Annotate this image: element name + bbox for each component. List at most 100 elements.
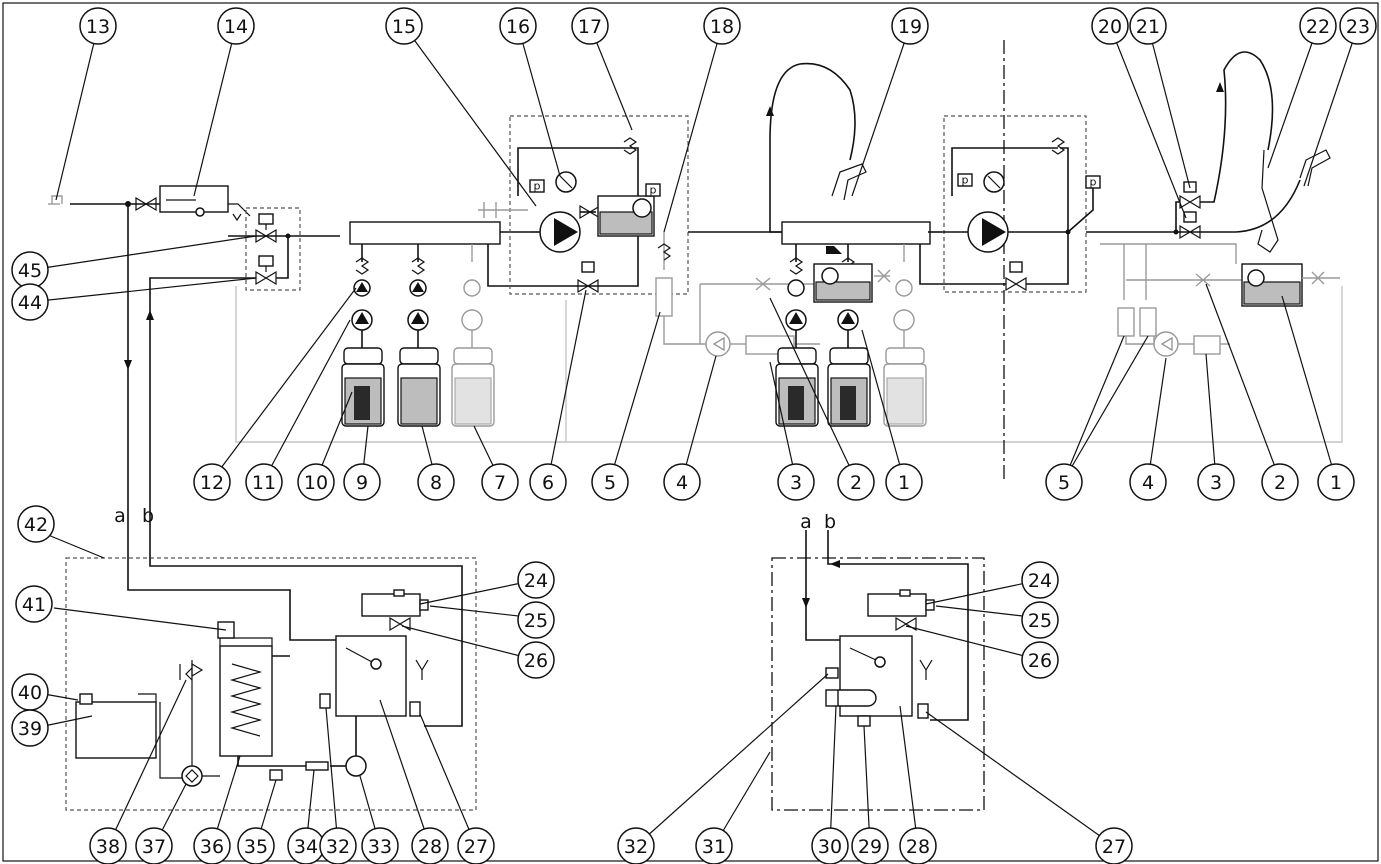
callout-number: 2 bbox=[1274, 472, 1286, 494]
manifold-left bbox=[349, 221, 639, 287]
callout-number: 16 bbox=[506, 16, 530, 38]
callout-number: 26 bbox=[524, 650, 548, 672]
callout-number: 31 bbox=[702, 836, 726, 858]
line-label-a-right: a bbox=[800, 511, 812, 533]
callout-circle bbox=[417, 463, 455, 501]
heater-module-box bbox=[65, 510, 477, 811]
callout-number: 22 bbox=[1306, 16, 1330, 38]
callout-number: 14 bbox=[224, 16, 248, 38]
callout-circle bbox=[1129, 463, 1167, 501]
callout-circle bbox=[837, 463, 875, 501]
svg-text:p: p bbox=[1090, 176, 1097, 189]
callout-circle bbox=[193, 827, 231, 864]
callout-number: 28 bbox=[418, 836, 442, 858]
callout-circle bbox=[885, 463, 923, 501]
dosing-pumps-right bbox=[775, 244, 927, 427]
callout-circle bbox=[571, 7, 609, 45]
callout-number: 5 bbox=[1058, 472, 1070, 494]
callout-number: 15 bbox=[392, 16, 416, 38]
callout-number: 37 bbox=[142, 836, 166, 858]
line-label-b-right: b bbox=[824, 511, 836, 533]
callout-number: 34 bbox=[294, 836, 318, 858]
callout-number: 32 bbox=[624, 836, 648, 858]
callout-circle bbox=[703, 7, 741, 45]
callout-number: 18 bbox=[710, 16, 734, 38]
callout-circle bbox=[17, 505, 55, 543]
callout-circle bbox=[319, 827, 357, 864]
callout-circle bbox=[385, 7, 423, 45]
callout-circle bbox=[695, 827, 733, 864]
svg-text:p: p bbox=[962, 174, 969, 187]
heater-module-box-right bbox=[771, 530, 985, 811]
callout-number: 3 bbox=[1210, 472, 1222, 494]
callout-number: 30 bbox=[818, 836, 842, 858]
callout-number: 33 bbox=[368, 836, 392, 858]
callout-circle bbox=[517, 601, 555, 639]
callout-circle bbox=[591, 463, 629, 501]
callout-circle bbox=[1197, 463, 1235, 501]
callout-circle bbox=[663, 463, 701, 501]
callout-circle bbox=[457, 827, 495, 864]
callout-circle bbox=[529, 463, 567, 501]
callout-number: 26 bbox=[1028, 650, 1052, 672]
callout-circle bbox=[217, 7, 255, 45]
callout-number: 2 bbox=[850, 472, 862, 494]
callout-number: 13 bbox=[86, 16, 110, 38]
callout-number: 17 bbox=[578, 16, 602, 38]
callout-number: 27 bbox=[464, 836, 488, 858]
dosing-pumps-left bbox=[341, 244, 495, 427]
callout-circle bbox=[89, 827, 127, 864]
callout-number: 20 bbox=[1098, 16, 1122, 38]
svg-text:p: p bbox=[534, 180, 541, 193]
callout-circle bbox=[237, 827, 275, 864]
callout-circle bbox=[297, 463, 335, 501]
callout-circle bbox=[411, 827, 449, 864]
callout-circle bbox=[517, 641, 555, 679]
outlet-valves-right bbox=[1173, 51, 1331, 253]
callout-circle bbox=[899, 827, 937, 864]
callout-number: 42 bbox=[24, 514, 48, 536]
svg-text:p: p bbox=[650, 184, 657, 197]
callout-number: 4 bbox=[1142, 472, 1154, 494]
callout-number: 9 bbox=[356, 472, 368, 494]
callout-circle bbox=[1317, 463, 1355, 501]
callout-number: 28 bbox=[906, 836, 930, 858]
high-pressure-pump-left: p p bbox=[478, 115, 689, 295]
callout-number: 10 bbox=[304, 472, 328, 494]
callout-number: 4 bbox=[676, 472, 688, 494]
callout-circle bbox=[343, 463, 381, 501]
leader-lines bbox=[29, 25, 1359, 847]
callout-number: 1 bbox=[898, 472, 910, 494]
callout-number: 45 bbox=[18, 260, 42, 282]
callout-circle bbox=[617, 827, 655, 864]
callout-number: 7 bbox=[494, 472, 506, 494]
callout-number: 23 bbox=[1346, 16, 1370, 38]
callout-circle bbox=[1261, 463, 1299, 501]
callout-circle bbox=[11, 709, 49, 747]
callout-number: 36 bbox=[200, 836, 224, 858]
callout-number: 40 bbox=[18, 682, 42, 704]
callout-number: 41 bbox=[22, 594, 46, 616]
callout-number: 8 bbox=[430, 472, 442, 494]
callout-circle bbox=[517, 561, 555, 599]
callout-number: 11 bbox=[252, 472, 276, 494]
callout-number: 39 bbox=[18, 718, 42, 740]
callout-number: 27 bbox=[1102, 836, 1126, 858]
callout-circle bbox=[777, 463, 815, 501]
callout-circle bbox=[1091, 7, 1129, 45]
callout-circle bbox=[135, 827, 173, 864]
callout-number: 38 bbox=[96, 836, 120, 858]
callout-number: 32 bbox=[326, 836, 350, 858]
callout-circle bbox=[1339, 7, 1377, 45]
callout-circle bbox=[891, 7, 929, 45]
callout-circle bbox=[811, 827, 849, 864]
callout-number: 29 bbox=[858, 836, 882, 858]
callout-circle bbox=[499, 7, 537, 45]
callout-circle bbox=[1129, 7, 1167, 45]
callout-number: 1 bbox=[1330, 472, 1342, 494]
callout-number: 21 bbox=[1136, 16, 1160, 38]
callout-number: 24 bbox=[524, 570, 548, 592]
callout-circle bbox=[15, 585, 53, 623]
callout-circle bbox=[851, 827, 889, 864]
